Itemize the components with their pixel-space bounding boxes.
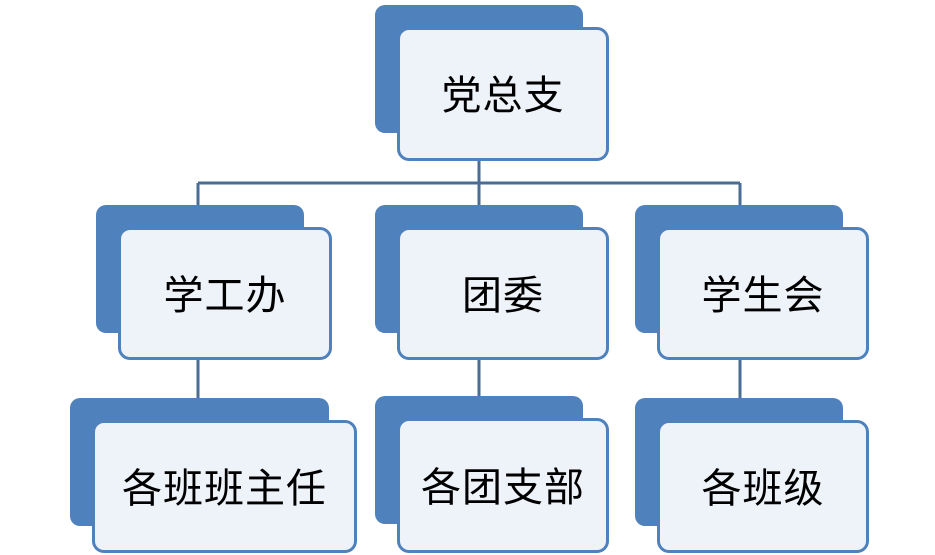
node-xueshenghui: 学生会 [635,205,869,360]
node-tuanwei: 团委 [375,205,609,360]
node-root: 党总支 [375,5,609,161]
node-banzhuren-label: 各班班主任 [122,465,327,512]
node-banji-box: 各班级 [657,420,869,553]
node-xueshenghui-box: 学生会 [657,227,869,360]
node-tuanzhibu-box: 各团支部 [397,418,609,553]
node-root-box: 党总支 [397,27,609,161]
node-tuanwei-label: 团委 [462,272,544,319]
node-xuegongban: 学工办 [96,205,332,360]
node-banji: 各班级 [635,398,869,553]
node-tuanzhibu: 各团支部 [375,396,609,553]
node-banji-label: 各班级 [701,465,825,512]
node-xuegongban-box: 学工办 [118,227,332,360]
node-xueshenghui-label: 学生会 [701,272,825,319]
node-root-label: 党总支 [441,73,565,119]
node-tuanzhibu-label: 各团支部 [421,464,585,511]
node-tuanwei-box: 团委 [397,227,609,360]
node-xuegongban-label: 学工办 [163,272,287,319]
node-banzhuren: 各班班主任 [70,398,357,553]
node-banzhuren-box: 各班班主任 [92,420,357,553]
